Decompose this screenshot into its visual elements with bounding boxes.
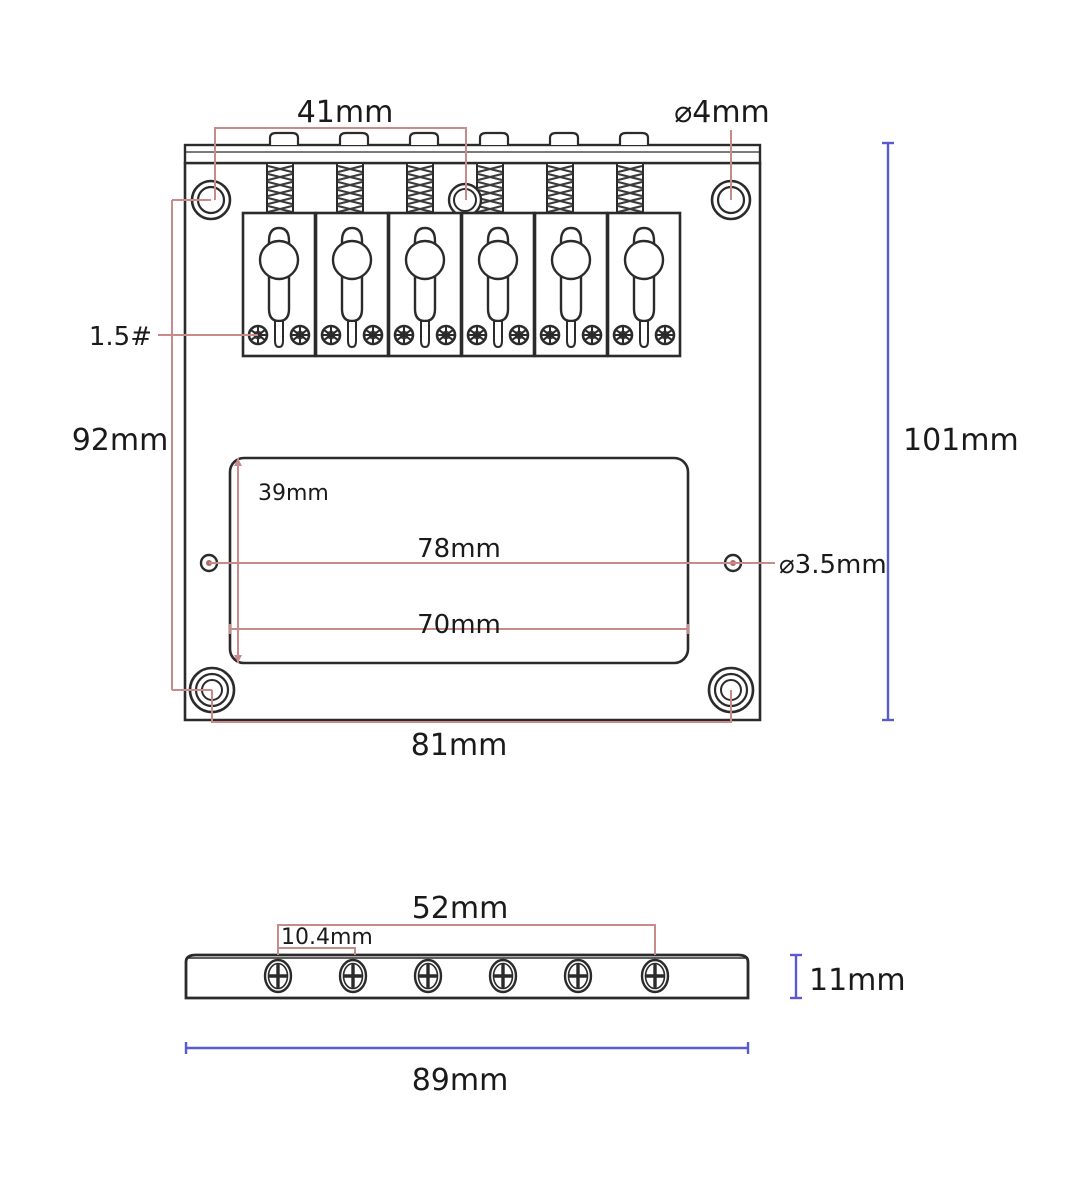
top-rail xyxy=(183,143,762,165)
label-81mm: 81mm xyxy=(411,728,508,763)
dim-39mm-arrows xyxy=(234,458,242,663)
label-92mm: 92mm xyxy=(72,423,169,458)
saddle-block xyxy=(533,211,609,358)
label-89mm: 89mm xyxy=(412,1063,509,1098)
rail-tabs xyxy=(268,131,650,145)
dimension-lines-top-view xyxy=(158,127,775,723)
dimension-lines-side-view xyxy=(277,924,656,955)
label-41mm: 41mm xyxy=(297,95,394,130)
saddle-block xyxy=(314,211,390,358)
dim-101mm xyxy=(882,141,894,722)
label-10-4mm: 10.4mm xyxy=(281,925,373,950)
pickup-cutout xyxy=(228,456,690,665)
dim-41mm-leader xyxy=(214,127,467,200)
label-dia-4mm: ⌀4mm xyxy=(674,95,770,130)
dim-89mm xyxy=(184,1042,750,1054)
label-52mm: 52mm xyxy=(412,891,509,926)
saddle-blocks xyxy=(241,211,682,358)
saddle-height-screws xyxy=(266,131,650,216)
saddle-block xyxy=(241,211,317,358)
label-78mm: 78mm xyxy=(417,534,501,564)
label-101mm: 101mm xyxy=(903,423,1019,458)
dim-11mm xyxy=(790,953,802,1000)
label-11mm: 11mm xyxy=(809,963,906,998)
label-1-5-hash: 1.5# xyxy=(89,322,152,352)
label-dia-3-5mm: ⌀3.5mm xyxy=(779,550,887,580)
side-elevation-view xyxy=(184,953,750,1000)
label-70mm: 70mm xyxy=(417,610,501,640)
saddle-block xyxy=(387,211,463,358)
dim-52mm-leader xyxy=(277,924,656,955)
dim-10-4mm-leader xyxy=(277,947,356,955)
saddle-block xyxy=(460,211,536,358)
top-plan-view xyxy=(183,131,762,722)
label-39mm: 39mm xyxy=(258,481,329,506)
dim-81mm-leader xyxy=(211,690,732,723)
saddle-block xyxy=(606,211,682,358)
threaded-shafts xyxy=(266,162,644,216)
